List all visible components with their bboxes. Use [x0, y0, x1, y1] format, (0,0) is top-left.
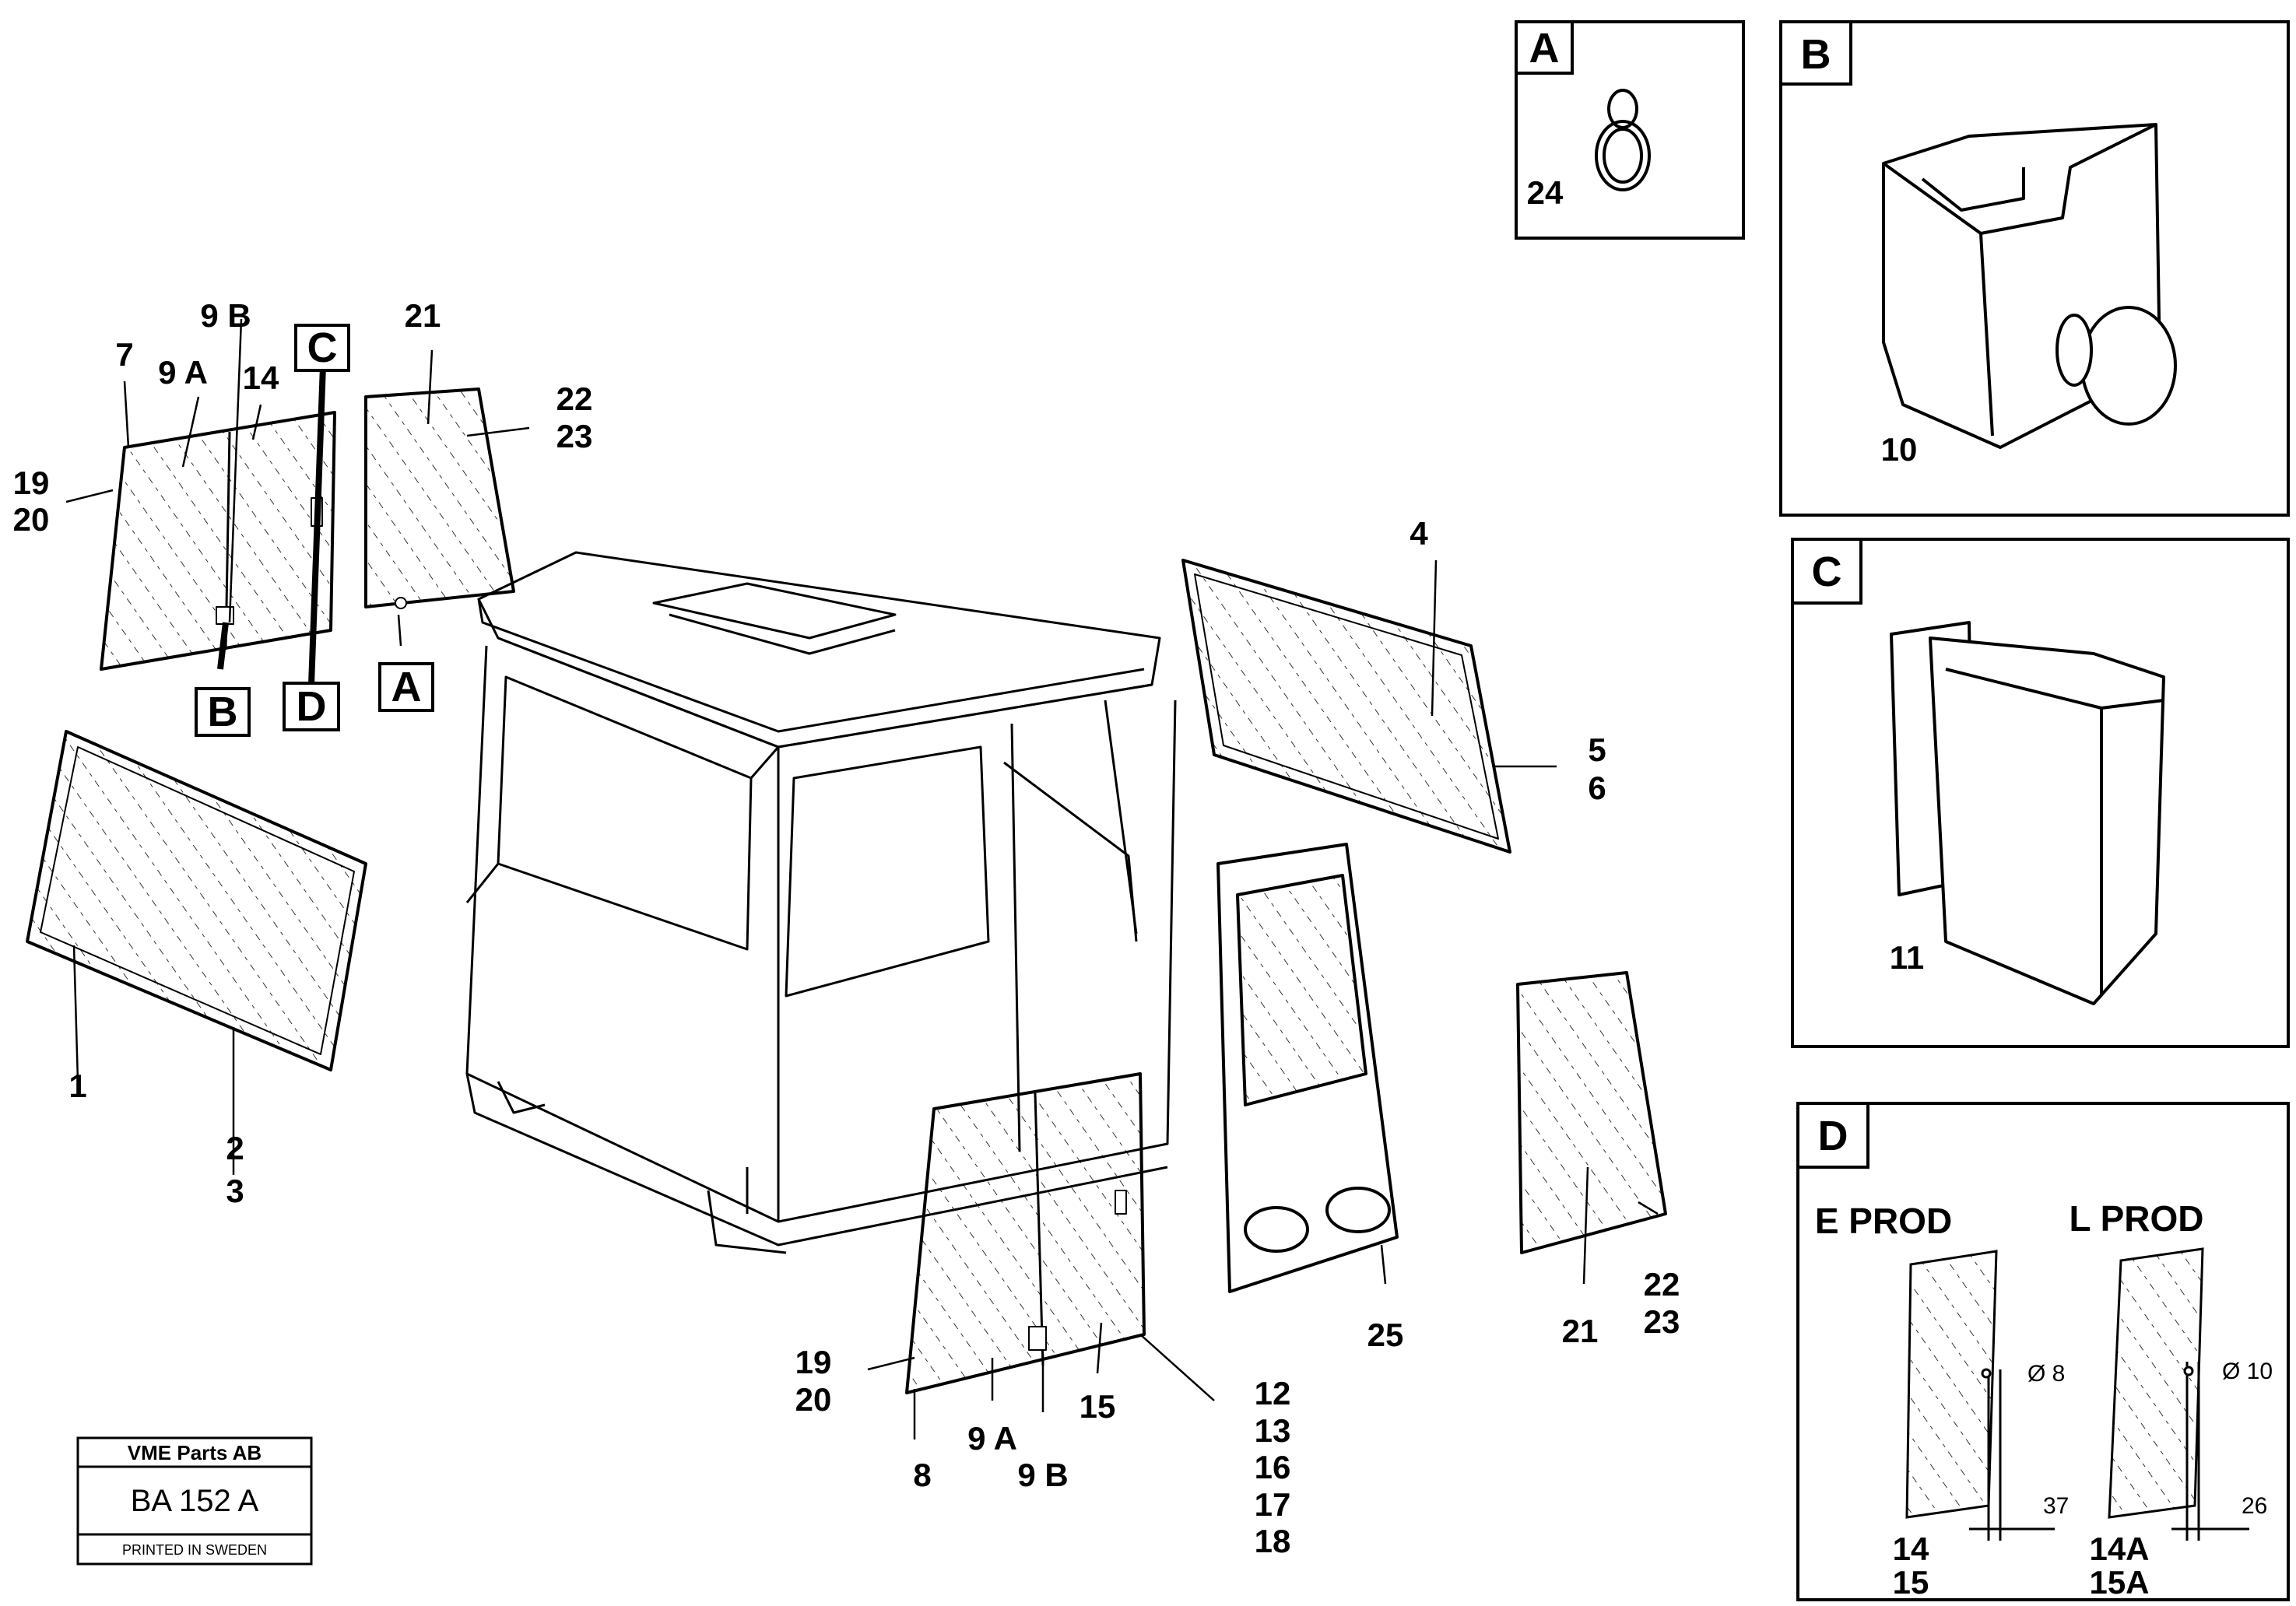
label-5: 5: [1588, 731, 1606, 768]
door-panel-front: [905, 1072, 1146, 1394]
door-panel-25: [1216, 843, 1399, 1293]
label-23-top: 23: [556, 418, 593, 454]
label-d-15: 15: [1893, 1564, 1929, 1601]
latch-icon: [1890, 621, 2165, 1005]
detail-box-d: D E PROD L PROD Ø 8 37 14 15 Ø 10 26 14A…: [1796, 1102, 2290, 1601]
callout-leaders: [217, 365, 326, 686]
label-18: 18: [1255, 1523, 1291, 1559]
callout-box-a: A: [378, 662, 434, 712]
e-prod-title: E PROD: [1815, 1201, 1952, 1241]
l-prod-title: L PROD: [2070, 1198, 2204, 1239]
label-20-bot: 20: [795, 1381, 832, 1418]
ring-clip-icon: [1595, 89, 1651, 191]
window-panel-21-right: [1516, 971, 1667, 1254]
label-d-15a: 15A: [2089, 1564, 2149, 1601]
label-25: 25: [1367, 1317, 1404, 1353]
label-21-right: 21: [1562, 1313, 1599, 1349]
label-1: 1: [68, 1068, 86, 1104]
window-panel-4: [1181, 559, 1511, 854]
label-22-top: 22: [556, 380, 593, 417]
label-19-top: 19: [13, 465, 50, 501]
svg-text:D: D: [1818, 1113, 1848, 1159]
label-13: 13: [1255, 1412, 1291, 1449]
svg-text:A: A: [1529, 25, 1560, 72]
stamp-footer: PRINTED IN SWEDEN: [122, 1542, 267, 1558]
label-9a-top: 9 A: [158, 354, 208, 391]
label-15-bot: 15: [1080, 1388, 1116, 1425]
label-7: 7: [115, 336, 133, 373]
callout-box-b: B: [195, 687, 251, 737]
svg-text:A: A: [391, 664, 422, 710]
label-24: 24: [1527, 174, 1564, 211]
label-21-top: 21: [405, 297, 441, 334]
window-panel-21-top: [364, 387, 515, 609]
dia-e: Ø 8: [2027, 1361, 2065, 1387]
part-labels: 7 9 B 9 A 14 19 20 21 22 23 1 2 3 4 5 6 …: [13, 297, 1680, 1559]
leader-lines: [65, 166, 1920, 1439]
label-19-bot: 19: [795, 1344, 832, 1380]
label-16: 16: [1255, 1449, 1291, 1485]
label-10: 10: [1881, 431, 1918, 468]
publisher-stamp: VME Parts AB BA 152 A PRINTED IN SWEDEN: [76, 1436, 313, 1566]
label-d-14a: 14A: [2089, 1531, 2149, 1567]
e-prod-glass: [1905, 1250, 2055, 1541]
cab-body: [465, 551, 1177, 1254]
label-12: 12: [1255, 1375, 1291, 1411]
label-22-right: 22: [1644, 1266, 1680, 1303]
label-23-right: 23: [1644, 1303, 1680, 1340]
label-20-top: 20: [13, 501, 50, 538]
stamp-company: VME Parts AB: [128, 1441, 262, 1464]
callout-box-d: D: [283, 682, 340, 731]
svg-text:C: C: [307, 324, 338, 371]
label-9b-bot: 9 B: [1017, 1457, 1068, 1493]
label-11: 11: [1890, 939, 1924, 976]
svg-text:B: B: [208, 689, 238, 735]
window-panel-1: [26, 730, 367, 1071]
label-14-top: 14: [243, 359, 279, 396]
dim-l: 26: [2242, 1493, 2267, 1519]
label-9a-bot: 9 A: [967, 1420, 1017, 1457]
label-d-14: 14: [1893, 1531, 1929, 1567]
label-9b-top: 9 B: [200, 297, 251, 334]
svg-text:D: D: [297, 683, 327, 730]
window-catch-icon: [1882, 123, 2177, 449]
detail-box-a: A 24: [1515, 20, 1745, 240]
l-prod-glass: [2108, 1247, 2249, 1541]
dim-e: 37: [2043, 1493, 2069, 1519]
label-4: 4: [1410, 515, 1428, 552]
detail-box-c: C 11: [1791, 538, 2290, 1048]
label-8: 8: [913, 1457, 931, 1493]
label-17: 17: [1255, 1486, 1291, 1523]
stamp-code: BA 152 A: [131, 1484, 259, 1518]
label-3: 3: [226, 1173, 244, 1209]
dia-l: Ø 10: [2222, 1359, 2273, 1384]
callout-box-c: C: [294, 324, 350, 372]
label-6: 6: [1588, 770, 1606, 806]
window-panel-rear-left: [100, 411, 336, 671]
label-2: 2: [226, 1130, 244, 1166]
detail-box-b: B 10: [1779, 20, 2290, 517]
svg-text:B: B: [1801, 31, 1831, 78]
svg-text:C: C: [1812, 549, 1842, 595]
